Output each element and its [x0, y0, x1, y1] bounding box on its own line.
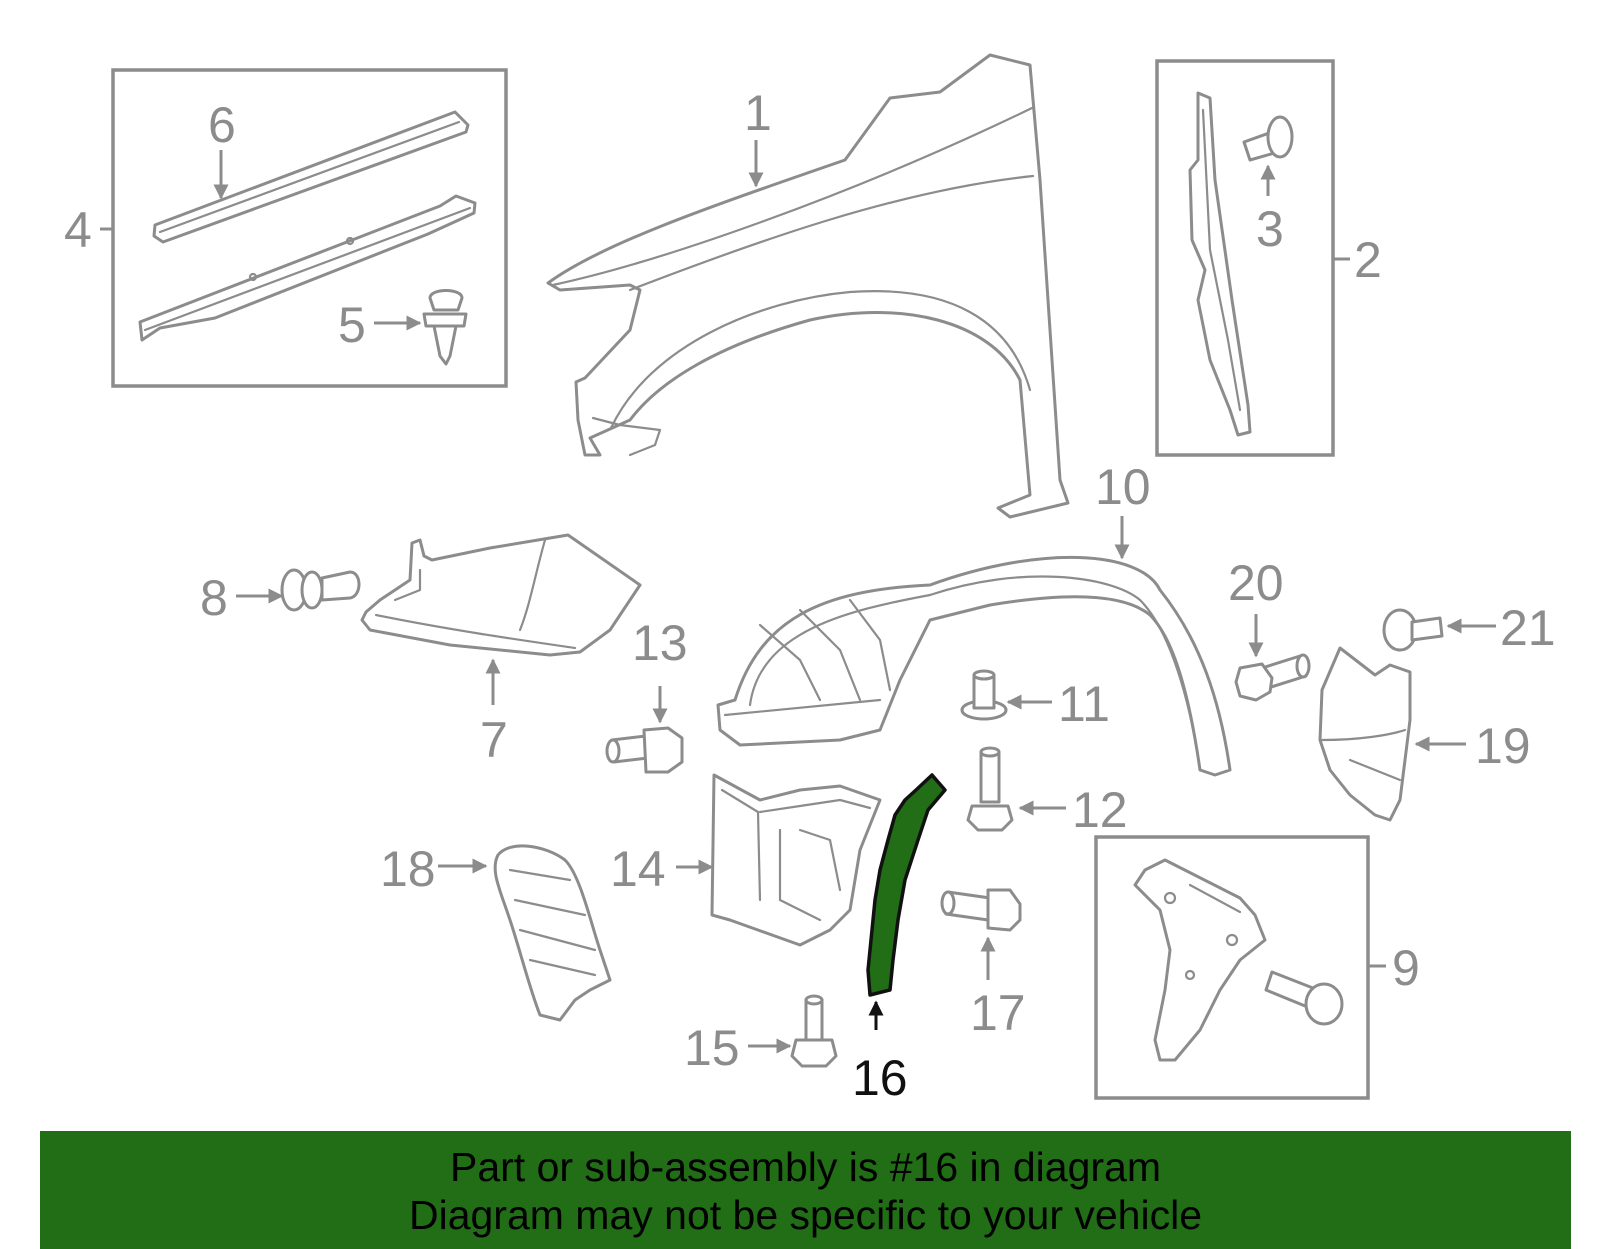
callout-12: 12 — [1072, 782, 1128, 838]
callout-13: 13 — [632, 615, 688, 671]
part-7-shield — [360, 533, 642, 657]
part-9-bracket — [1133, 858, 1267, 1062]
part-1-fender — [546, 53, 1070, 519]
callout-19: 19 — [1475, 718, 1531, 774]
callout-18: 18 — [380, 841, 436, 897]
part-17-bolt-icon — [940, 888, 1022, 932]
callout-2: 2 — [1354, 232, 1382, 288]
callout-14: 14 — [610, 841, 666, 897]
callout-17: 17 — [970, 985, 1026, 1041]
callout-8: 8 — [200, 570, 228, 626]
part-6-rail — [152, 110, 470, 244]
part-3-bolt-icon — [1242, 115, 1294, 162]
part-9-bolt-icon — [1264, 970, 1344, 1026]
part-11-clip-icon — [960, 669, 1008, 721]
part-5-clip-icon — [422, 289, 468, 366]
banner-line-2: Diagram may not be specific to your vehi… — [408, 1192, 1202, 1238]
part-10-liner — [716, 555, 1232, 777]
callout-20: 20 — [1228, 555, 1284, 611]
banner-line-1: Part or sub-assembly is #16 in diagram — [450, 1144, 1161, 1190]
part-4-rail — [138, 194, 477, 342]
info-banner: Part or sub-assembly is #16 in diagram D… — [40, 1131, 1571, 1249]
callout-7: 7 — [480, 712, 508, 768]
part-19-mudguard — [1318, 646, 1412, 822]
callout-11: 11 — [1058, 676, 1110, 732]
part-8-clip-icon — [280, 568, 361, 612]
part-21-bolt-icon — [1382, 608, 1444, 652]
callout-16: 16 — [852, 1050, 908, 1106]
part-16-highlighted-strip — [866, 773, 947, 997]
callout-15: 15 — [684, 1020, 740, 1076]
callout-1: 1 — [744, 85, 772, 141]
callout-6: 6 — [208, 97, 236, 153]
callout-9: 9 — [1392, 940, 1420, 996]
part-18-trim — [493, 844, 612, 1022]
callout-3: 3 — [1256, 201, 1284, 257]
part-15-bolt-icon — [790, 994, 838, 1068]
callout-4: 4 — [64, 202, 92, 258]
parts-diagram: 4 6 5 1 3 2 7 8 — [64, 53, 1556, 1106]
part-14-bracket — [710, 773, 882, 947]
part-20-bolt-icon — [1234, 653, 1311, 702]
part-12-bolt-icon — [966, 746, 1014, 832]
part-13-bolt-icon — [605, 726, 684, 774]
callout-21: 21 — [1500, 600, 1556, 656]
part-2-seal — [1188, 91, 1252, 437]
callout-5: 5 — [338, 297, 366, 353]
callout-10: 10 — [1095, 459, 1151, 515]
